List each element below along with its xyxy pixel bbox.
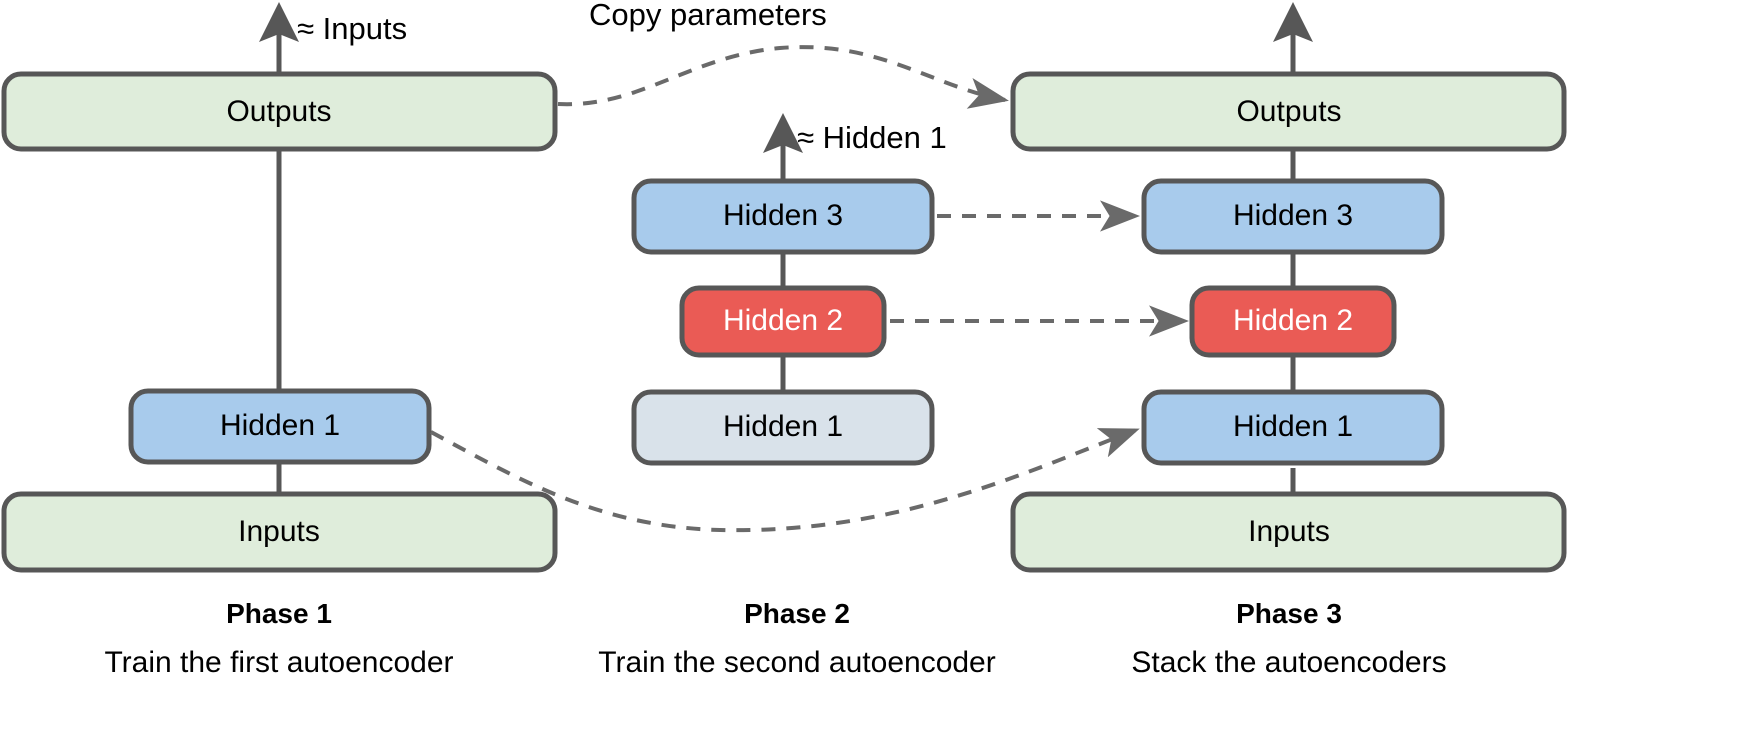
phase-3-caption: Phase 3 Stack the autoencoders (1131, 598, 1446, 679)
phase-2-caption-title: Phase 2 (744, 598, 850, 629)
phase-2-caption: Phase 2 Train the second autoencoder (598, 598, 996, 679)
phase3-layer-inputs[interactable] (1010, 491, 1567, 573)
phase3-layer-hidden1[interactable] (1141, 389, 1445, 466)
copy-parameters-annotation: Copy parameters (589, 0, 827, 32)
phase2-layer-hidden2-label: Hidden 2 (723, 304, 843, 337)
phase-1-caption: Phase 1 Train the first autoencoder (104, 598, 453, 679)
phase2-layer-hidden3[interactable] (631, 178, 935, 255)
phase2-layer-hidden2[interactable] (679, 285, 887, 358)
phase-3-caption-title: Phase 3 (1236, 598, 1342, 629)
phase-2-caption-subtitle: Train the second autoencoder (598, 646, 996, 679)
phase3-layer-hidden1-label: Hidden 1 (1233, 410, 1353, 443)
copy-arrow-hidden1 (430, 428, 1140, 533)
phase2-layer-hidden1[interactable] (631, 389, 935, 466)
phase2-layer-hidden1-label: Hidden 1 (723, 410, 843, 443)
phase-3-group: Outputs Hidden 3 Hidden 2 Hidden 1 Input… (1010, 2, 1567, 573)
phase-1-group: Outputs Hidden 1 Inputs (1, 2, 558, 573)
phase3-layer-inputs-label: Inputs (1248, 515, 1330, 548)
phase1-layer-hidden1[interactable] (128, 388, 432, 465)
approx-inputs-annotation: ≈ Inputs (297, 11, 407, 46)
phase-1-caption-subtitle: Train the first autoencoder (104, 646, 453, 679)
approx-hidden1-annotation: ≈ Hidden 1 (797, 120, 947, 155)
phase3-layer-hidden2-label: Hidden 2 (1233, 304, 1353, 337)
phase3-layer-hidden2[interactable] (1189, 285, 1397, 358)
copy-arrow-outputs (557, 45, 1009, 109)
phase-2-group: Hidden 3 Hidden 2 Hidden 1 (631, 113, 935, 466)
phase1-layer-outputs[interactable] (1, 71, 558, 152)
phase1-layer-inputs[interactable] (1, 491, 558, 573)
phase-1-caption-title: Phase 1 (226, 598, 332, 629)
phase2-layer-hidden3-label: Hidden 3 (723, 199, 843, 232)
phase1-layer-inputs-label: Inputs (238, 515, 320, 548)
phase1-layer-outputs-label: Outputs (226, 95, 331, 128)
phase3-layer-hidden3[interactable] (1141, 178, 1445, 255)
phase3-layer-hidden3-label: Hidden 3 (1233, 199, 1353, 232)
phase3-layer-outputs-label: Outputs (1236, 95, 1341, 128)
phase3-layer-outputs[interactable] (1010, 71, 1567, 152)
phase1-layer-hidden1-label: Hidden 1 (220, 409, 340, 442)
phase-3-caption-subtitle: Stack the autoencoders (1131, 646, 1446, 679)
